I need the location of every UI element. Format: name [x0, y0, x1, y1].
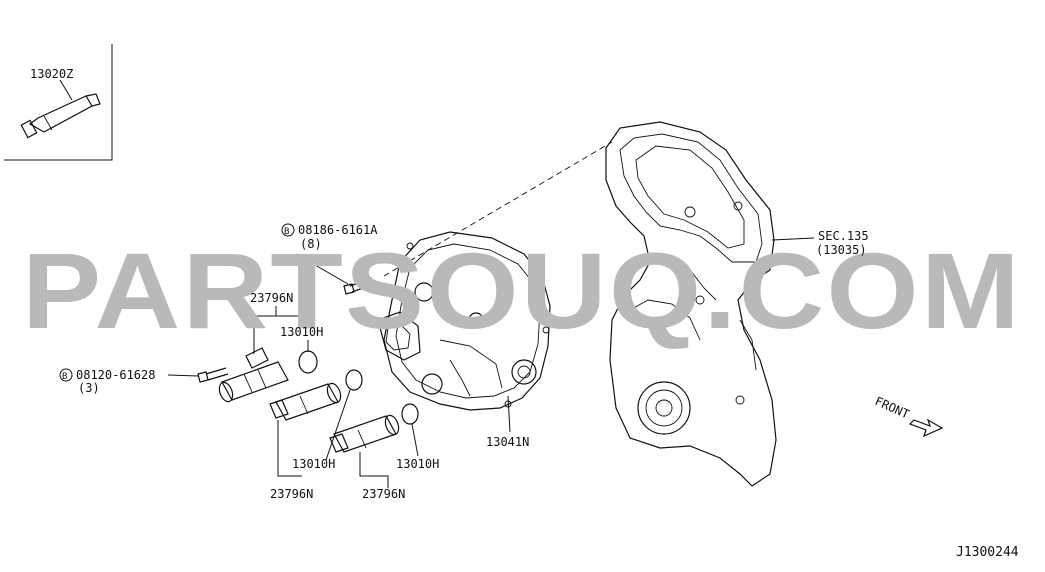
label-sealant: 13020Z	[30, 67, 73, 81]
alignment-line	[383, 141, 613, 277]
o-ring-2	[345, 369, 363, 391]
sealant-tube-icon	[20, 93, 101, 139]
label-bolt-a-qty: (8)	[300, 237, 322, 251]
solenoid-valve-3	[329, 414, 400, 453]
label-bolt-b-code: 08120-61628	[76, 368, 155, 382]
label-bolt-b-qty: (3)	[78, 381, 100, 395]
label-sec-ref: SEC.135	[818, 229, 869, 243]
label-front: FRONT	[873, 394, 912, 421]
bolt-top-icon	[343, 277, 375, 295]
label-oring-mid: 13010H	[292, 457, 335, 471]
label-bolt-a-code: 08186-6161A	[298, 223, 378, 237]
solenoid-valve-2	[269, 382, 342, 421]
label-oring-top: 13010H	[280, 325, 323, 339]
label-sec-sub: (13035)	[816, 243, 867, 257]
label-valve-bottom: 23796N	[362, 487, 405, 501]
svg-text:B: B	[284, 227, 289, 237]
solenoid-valve-1	[218, 347, 289, 403]
badge-b-left: B	[59, 368, 73, 382]
front-arrow-icon	[908, 418, 944, 438]
badge-b-top: B	[281, 223, 295, 237]
sealant-inset: 13020Z	[4, 44, 113, 161]
bolt-left-icon	[197, 367, 229, 383]
label-oring-right: 13010H	[396, 457, 439, 471]
diagram-code: J1300244	[956, 545, 1019, 560]
label-valve-top: 23796N	[250, 291, 293, 305]
label-valve-left: 23796N	[270, 487, 313, 501]
watermark: PARTSOUQ.COM	[22, 230, 1022, 351]
label-front-cover: 13041N	[486, 435, 529, 449]
timing-chain-case	[605, 121, 777, 487]
o-ring-1	[298, 350, 318, 374]
leader-lines	[167, 237, 815, 488]
front-cover	[377, 231, 551, 411]
svg-text:B: B	[62, 372, 67, 382]
o-ring-3	[401, 403, 419, 425]
